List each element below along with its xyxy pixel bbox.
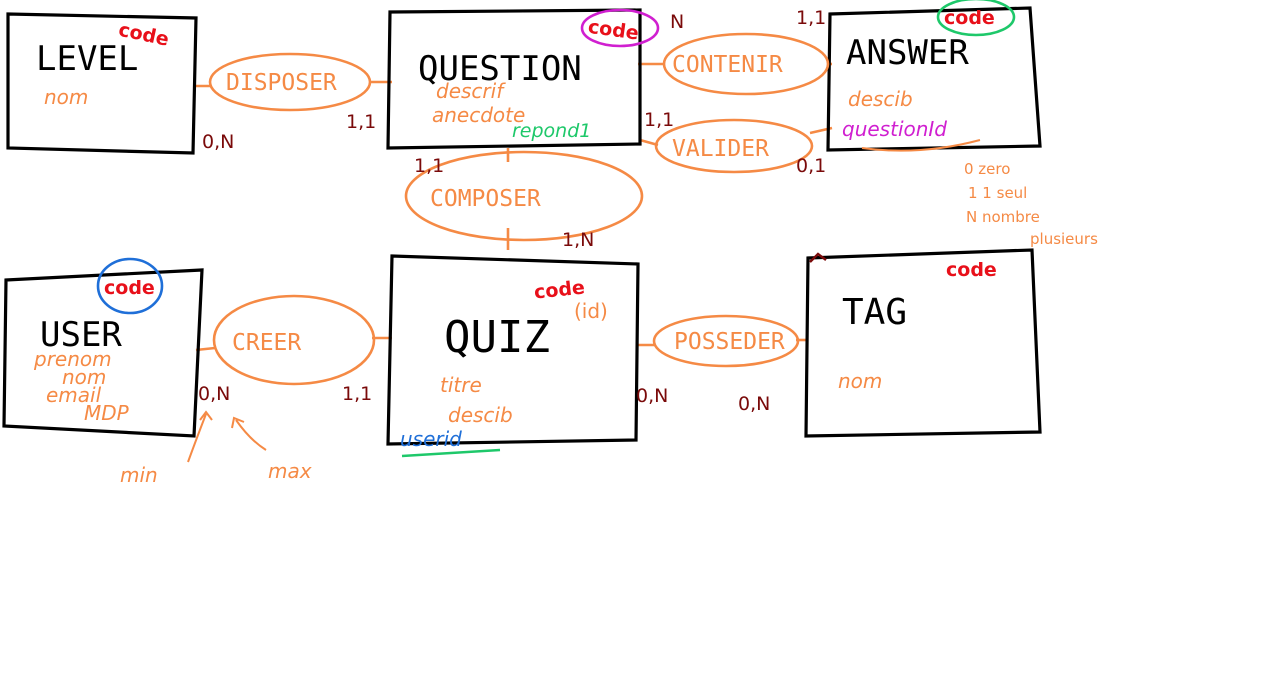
legend-n-line1: N nombre: [966, 208, 1040, 226]
entity-question-attr-descrif: descrif: [436, 79, 506, 103]
key-circle-user: [96, 257, 164, 315]
association-creer-ellipse: [212, 294, 376, 386]
entity-user[interactable]: code USER prenom nom email MDP: [2, 257, 204, 438]
entity-tag-box: [804, 248, 1042, 438]
association-posseder-ellipse: [652, 314, 800, 368]
association-composer[interactable]: COMPOSER: [404, 150, 644, 242]
entity-user-attr-mdp: MDP: [84, 401, 130, 425]
cardinality-legend: 0 zero 1 1 seul N nombre plusieurs: [964, 160, 1098, 248]
legend-n-line2: plusieurs: [1030, 230, 1098, 248]
card-quiz-creer: 1,1: [342, 383, 372, 405]
legend-one: 1 1 seul: [968, 184, 1027, 202]
entity-quiz-key-note: (id): [574, 299, 608, 323]
entity-level-box: [6, 12, 198, 155]
entity-tag[interactable]: code TAG nom: [804, 248, 1042, 438]
entity-level-name: LEVEL: [36, 39, 138, 79]
entity-answer[interactable]: code ANSWER descib questionId: [826, 0, 1042, 152]
max-arrow: [231, 416, 267, 451]
entity-user-attr-email: email: [46, 383, 102, 407]
association-valider-ellipse: [654, 118, 814, 174]
entity-quiz[interactable]: code (id) QUIZ titre descib userid: [386, 254, 640, 458]
entity-tag-name: TAG: [842, 292, 907, 333]
entity-question-box: [386, 8, 642, 150]
min-arrow: [187, 410, 213, 463]
association-creer-label: CREER: [232, 330, 301, 356]
card-quiz-composer: 1,N: [562, 229, 594, 251]
association-posseder[interactable]: POSSEDER: [652, 314, 800, 368]
key-circle-answer: [936, 0, 1016, 37]
tag-box-corner-mark: [809, 252, 827, 263]
entity-quiz-attr-titre: titre: [440, 373, 482, 397]
card-quiz-posseder: 0,N: [636, 385, 668, 407]
association-disposer[interactable]: DISPOSER: [208, 52, 372, 112]
association-contenir[interactable]: CONTENIR: [662, 32, 830, 96]
association-composer-ellipse: [404, 150, 644, 242]
entity-question-name: QUESTION: [418, 49, 582, 89]
entity-quiz-fk-userid: userid: [400, 427, 462, 451]
quiz-fk-underline: [401, 448, 501, 458]
card-user-creer: 0,N: [198, 383, 230, 405]
entity-tag-key: code: [946, 259, 997, 281]
card-tag-posseder: 0,N: [738, 393, 770, 415]
entity-answer-key: code: [944, 7, 995, 29]
association-contenir-ellipse: [662, 32, 830, 96]
legend-zero: 0 zero: [964, 160, 1010, 178]
min-label: min: [120, 463, 158, 487]
answer-fk-underline: [861, 139, 981, 152]
association-contenir-label: CONTENIR: [672, 52, 783, 78]
key-circle-question: [580, 8, 660, 48]
entity-answer-name: ANSWER: [846, 33, 969, 73]
entity-answer-fk-questionid: questionId: [842, 117, 947, 141]
card-question-disposer: 1,1: [346, 111, 376, 133]
entity-user-attr-prenom: prenom: [33, 347, 112, 371]
entity-user-key: code: [104, 277, 155, 299]
entity-answer-attr-descib: descib: [848, 87, 913, 111]
entity-question-attr-anecdote: anecdote: [432, 103, 525, 127]
entity-user-name: USER: [40, 315, 122, 355]
card-question-composer: 1,1: [414, 155, 444, 177]
entity-quiz-box: [386, 254, 640, 446]
entity-quiz-key: code: [533, 276, 586, 303]
entity-level[interactable]: LEVEL code nom: [6, 12, 198, 155]
entity-user-attr-nom: nom: [62, 365, 106, 389]
association-creer[interactable]: CREER: [212, 294, 376, 386]
card-level-disposer: 0,N: [202, 131, 234, 153]
association-valider[interactable]: VALIDER: [654, 118, 814, 174]
card-question-valider: 1,1: [644, 109, 674, 131]
cardinalities: 0,N 1,1 N 1,1 1,1 0,1 1,1 1,N 0,N 1,1 0,…: [198, 7, 826, 415]
max-label: max: [268, 459, 312, 483]
entity-answer-box: [826, 6, 1042, 152]
entity-quiz-attr-descib: descib: [448, 403, 513, 427]
minmax-annotation: min max: [120, 410, 312, 487]
entity-user-box: [2, 268, 204, 438]
card-answer-contenir: 1,1: [796, 7, 826, 29]
card-question-contenir: N: [670, 11, 684, 33]
association-valider-label: VALIDER: [672, 136, 769, 162]
association-disposer-label: DISPOSER: [226, 70, 337, 96]
association-composer-label: COMPOSER: [430, 186, 541, 212]
entity-question[interactable]: code QUESTION descrif anecdote repond1: [386, 8, 660, 150]
entity-tag-attr-nom: nom: [838, 369, 882, 393]
entity-level-attr-nom: nom: [44, 85, 88, 109]
entity-quiz-name: QUIZ: [444, 312, 550, 363]
association-disposer-ellipse: [208, 52, 372, 112]
entity-question-fk-repond: repond1: [512, 120, 591, 142]
card-answer-valider: 0,1: [796, 155, 826, 177]
association-posseder-label: POSSEDER: [674, 329, 785, 355]
